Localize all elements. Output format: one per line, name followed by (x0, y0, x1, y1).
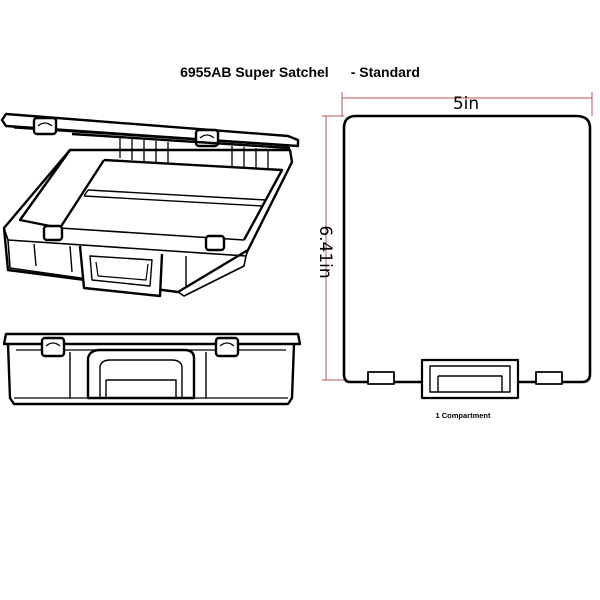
dimension-lines (322, 92, 593, 381)
compartment-label: 1 Compartment (435, 411, 491, 420)
title-variant: - Standard (350, 64, 420, 80)
case-front-view (2, 332, 302, 406)
case-top-view (342, 114, 592, 400)
height-dimension-label: 6.41in (315, 225, 335, 278)
title-model: 6955AB Super Satchel (180, 64, 329, 80)
width-dimension-label: 5in (453, 94, 479, 114)
page-title: 6955AB Super Satchel - Standard (0, 64, 600, 80)
case-open-view (0, 112, 300, 298)
